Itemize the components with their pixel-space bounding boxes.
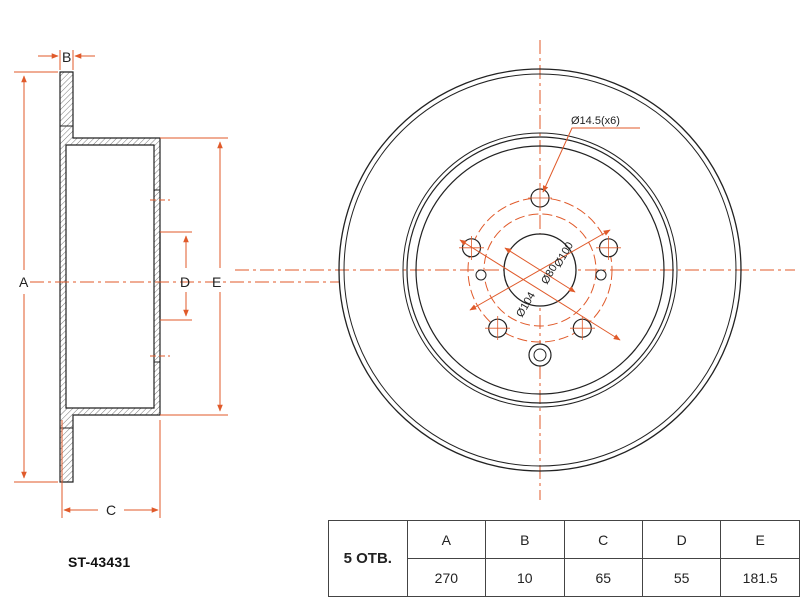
technical-drawing: A B C D E <box>14 40 795 518</box>
disc-section-profile <box>59 71 161 483</box>
table-header-row: 5 ОТВ. A B C D E <box>328 520 800 597</box>
part-number: ST-43431 <box>68 554 131 570</box>
table-header-cell: D <box>641 520 722 559</box>
disc-inner-edge <box>343 73 737 467</box>
dim-e-label: E <box>212 274 221 290</box>
table-header-cell: B <box>485 520 565 559</box>
table-header-cell: A <box>406 520 487 559</box>
table-value-row: 270 10 65 55 181.5 <box>329 558 800 597</box>
front-view: Ø14.5(x6) Ø100 Ø80 Ø104 <box>235 40 795 500</box>
table-header-cell: E <box>720 520 800 559</box>
hole-callout-label: Ø14.5(x6) <box>571 115 620 127</box>
small-hole <box>595 269 607 281</box>
small-hole <box>475 269 487 281</box>
hole-callout-leader <box>542 127 640 193</box>
locator-hole <box>528 343 552 367</box>
dim-d-label: D <box>180 274 190 290</box>
spec-table: 5 ОТВ. A B C D E 270 10 65 55 181.5 <box>328 520 800 597</box>
table-header-cell: C <box>563 520 643 559</box>
table-value-cell: 65 <box>563 558 643 597</box>
dim-a-label: A <box>19 274 29 290</box>
dim-c-label: C <box>106 502 116 518</box>
table-value-cell: 270 <box>406 558 487 597</box>
table-value-cell: 10 <box>485 558 565 597</box>
disc-outer-edge <box>338 68 742 472</box>
holes-count-cell: 5 ОТВ. <box>328 520 408 597</box>
table-value-cell: 181.5 <box>720 558 800 597</box>
dim-b-label: B <box>62 49 71 65</box>
table-value-cell: 55 <box>641 558 722 597</box>
side-section-view: A B C D E <box>14 49 340 518</box>
